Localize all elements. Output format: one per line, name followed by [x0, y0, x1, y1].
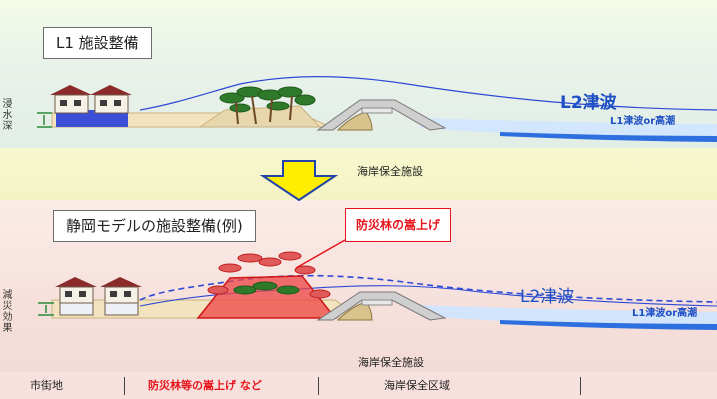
- callout-box: 防災林の嵩上げ: [345, 208, 451, 242]
- bottom-facility-label: 海岸保全施設: [358, 356, 424, 369]
- effect-label: 減災効果: [2, 290, 13, 334]
- bottom-l2-label: L2津波: [520, 287, 575, 307]
- bottom-l1-water: [420, 305, 717, 326]
- top-pine-trees: [219, 86, 316, 113]
- top-title: L1 施設整備: [43, 27, 152, 59]
- zone-divider: [580, 377, 581, 395]
- top-houses: [50, 85, 132, 127]
- bottom-green-trees: [233, 281, 300, 295]
- top-seawall: [316, 99, 447, 131]
- bottom-l1-water-deep: [500, 320, 717, 330]
- top-l1-label: L1津波or高潮: [610, 116, 676, 127]
- effect-arrow: [38, 302, 54, 316]
- top-l1-water: [420, 118, 717, 138]
- depth-arrow: [37, 112, 52, 128]
- arrow-band: [0, 148, 717, 200]
- bottom-l2-dashed-line: [139, 274, 717, 303]
- bottom-l1-label: L1津波or高潮: [632, 308, 698, 319]
- bottom-scene: [38, 239, 717, 330]
- top-l1-water-deep: [500, 132, 717, 142]
- zone-raising: 防災林等の嵩上げ など: [148, 379, 262, 392]
- bottom-houses: [55, 277, 142, 316]
- depth-label: 浸水深: [2, 99, 13, 132]
- bottom-title: 静岡モデルの施設整備(例): [53, 210, 256, 242]
- zone-bar: 市街地 防災林等の嵩上げ など 海岸保全区域: [0, 372, 717, 399]
- top-l2-wave-line: [139, 76, 717, 111]
- zone-divider: [318, 377, 319, 395]
- callout-pointer: [295, 239, 346, 269]
- bottom-seawall: [316, 291, 447, 321]
- bottom-pine-trees: [207, 251, 331, 299]
- top-l2-label: L2津波: [560, 93, 617, 113]
- bottom-l2-solid-line: [139, 285, 717, 307]
- arrow-label: 海岸保全施設: [357, 165, 423, 178]
- top-scene: [37, 76, 717, 142]
- zone-divider: [124, 377, 125, 395]
- zone-coastal: 海岸保全区域: [384, 379, 450, 392]
- zone-urban: 市街地: [30, 379, 63, 392]
- down-arrow: [259, 160, 339, 202]
- top-mound: [198, 105, 322, 128]
